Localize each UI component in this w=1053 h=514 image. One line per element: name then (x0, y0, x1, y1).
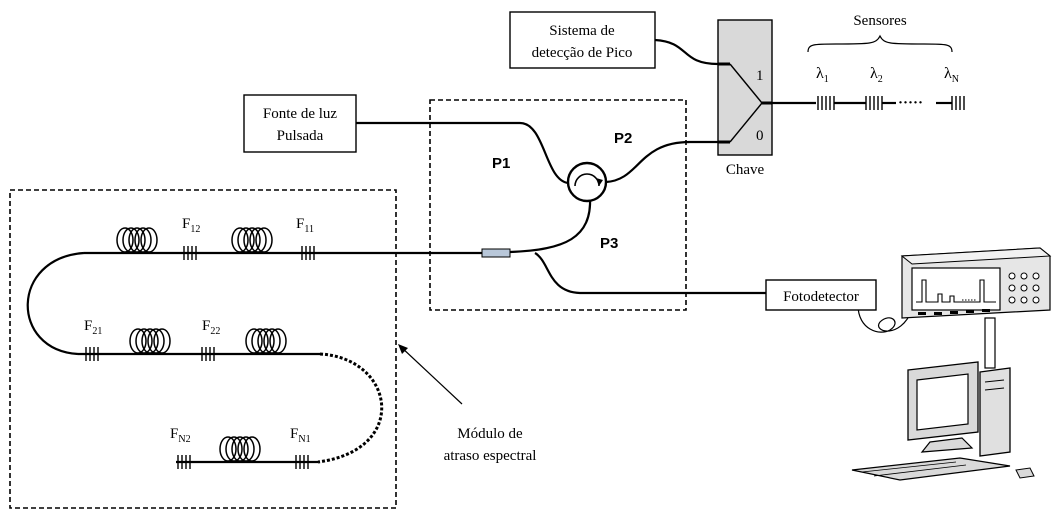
cable-photodetector-to-scope (857, 304, 913, 333)
module-pointer-line (399, 345, 463, 405)
bragg-grating-icon (301, 246, 315, 260)
bragg-grating-icon (177, 455, 191, 469)
grating-f12-label: F12 (182, 216, 200, 235)
fiber-p3-to-coupler (509, 196, 592, 254)
switch-label: Chave (726, 162, 765, 178)
grating-f11-label: F11 (296, 216, 314, 235)
fiber-peak-to-switch (654, 38, 719, 66)
module-label-1: Módulo de (457, 426, 523, 442)
lambda-1-label: λ1 (816, 65, 829, 85)
port-p3-label: P3 (600, 235, 618, 252)
module-label-2: atraso espectral (444, 448, 537, 464)
optical-switch: 1 0 (717, 19, 773, 156)
fiber-source-to-p1 (356, 121, 569, 185)
fiber-delay-loop (26, 251, 85, 356)
peak-system-label-2: detecção de Pico (532, 45, 633, 61)
fiber-coil-icon (116, 227, 158, 253)
module-pointer-arrowhead (398, 344, 408, 354)
spectral-delay-module-box (9, 189, 397, 509)
fiber-coil-icon (129, 328, 171, 354)
lambda-n-label: λN (944, 65, 959, 85)
grating-fn1-label: FN1 (290, 426, 311, 445)
grating-f21-label: F21 (84, 318, 102, 337)
photodetector-label: Fotodetector (783, 289, 859, 305)
pulsed-light-source: Fonte de luz Pulsada (243, 94, 357, 153)
equipment-stand (984, 317, 996, 369)
grating-f22-label: F22 (202, 318, 220, 337)
light-source-label-1: Fonte de luz (263, 106, 337, 122)
bragg-grating-icon (865, 96, 883, 110)
fiber-delay-dotted (317, 352, 384, 464)
circulator-icon (566, 161, 608, 203)
bragg-grating-icon (817, 96, 835, 110)
switch-port-1-label: 1 (756, 68, 764, 84)
fiber-p2-to-switch (605, 140, 718, 184)
sensors-title: Sensores (853, 13, 906, 29)
bragg-grating-icon (295, 455, 309, 469)
circulator-module-box (429, 99, 687, 311)
fiber-coil-icon (231, 227, 273, 253)
bragg-grating-icon (183, 246, 197, 260)
bragg-grating-icon (951, 96, 965, 110)
photodetector: Fotodetector (765, 279, 877, 311)
port-p2-label: P2 (614, 130, 632, 147)
grating-fn2-label: FN2 (170, 426, 191, 445)
fiber-coupler-to-photodetector (534, 252, 766, 295)
bragg-grating-icon (85, 347, 99, 361)
peak-system-label-1: Sistema de (549, 23, 615, 39)
oscilloscope-icon (900, 247, 1052, 319)
lambda-2-label: λ2 (870, 65, 883, 85)
bragg-grating-icon (201, 347, 215, 361)
fiber-coil-icon (245, 328, 287, 354)
sensors-brace (807, 34, 953, 53)
peak-detection-system: Sistema de detecção de Pico (509, 11, 656, 69)
sensors-ellipsis: ····· (898, 95, 923, 111)
light-source-label-2: Pulsada (277, 128, 324, 144)
switch-port-0-label: 0 (756, 128, 764, 144)
computer-icon (851, 361, 1035, 481)
port-p1-label: P1 (492, 155, 510, 172)
fiber-coil-icon (219, 436, 261, 462)
fiber-coupler (481, 248, 511, 258)
